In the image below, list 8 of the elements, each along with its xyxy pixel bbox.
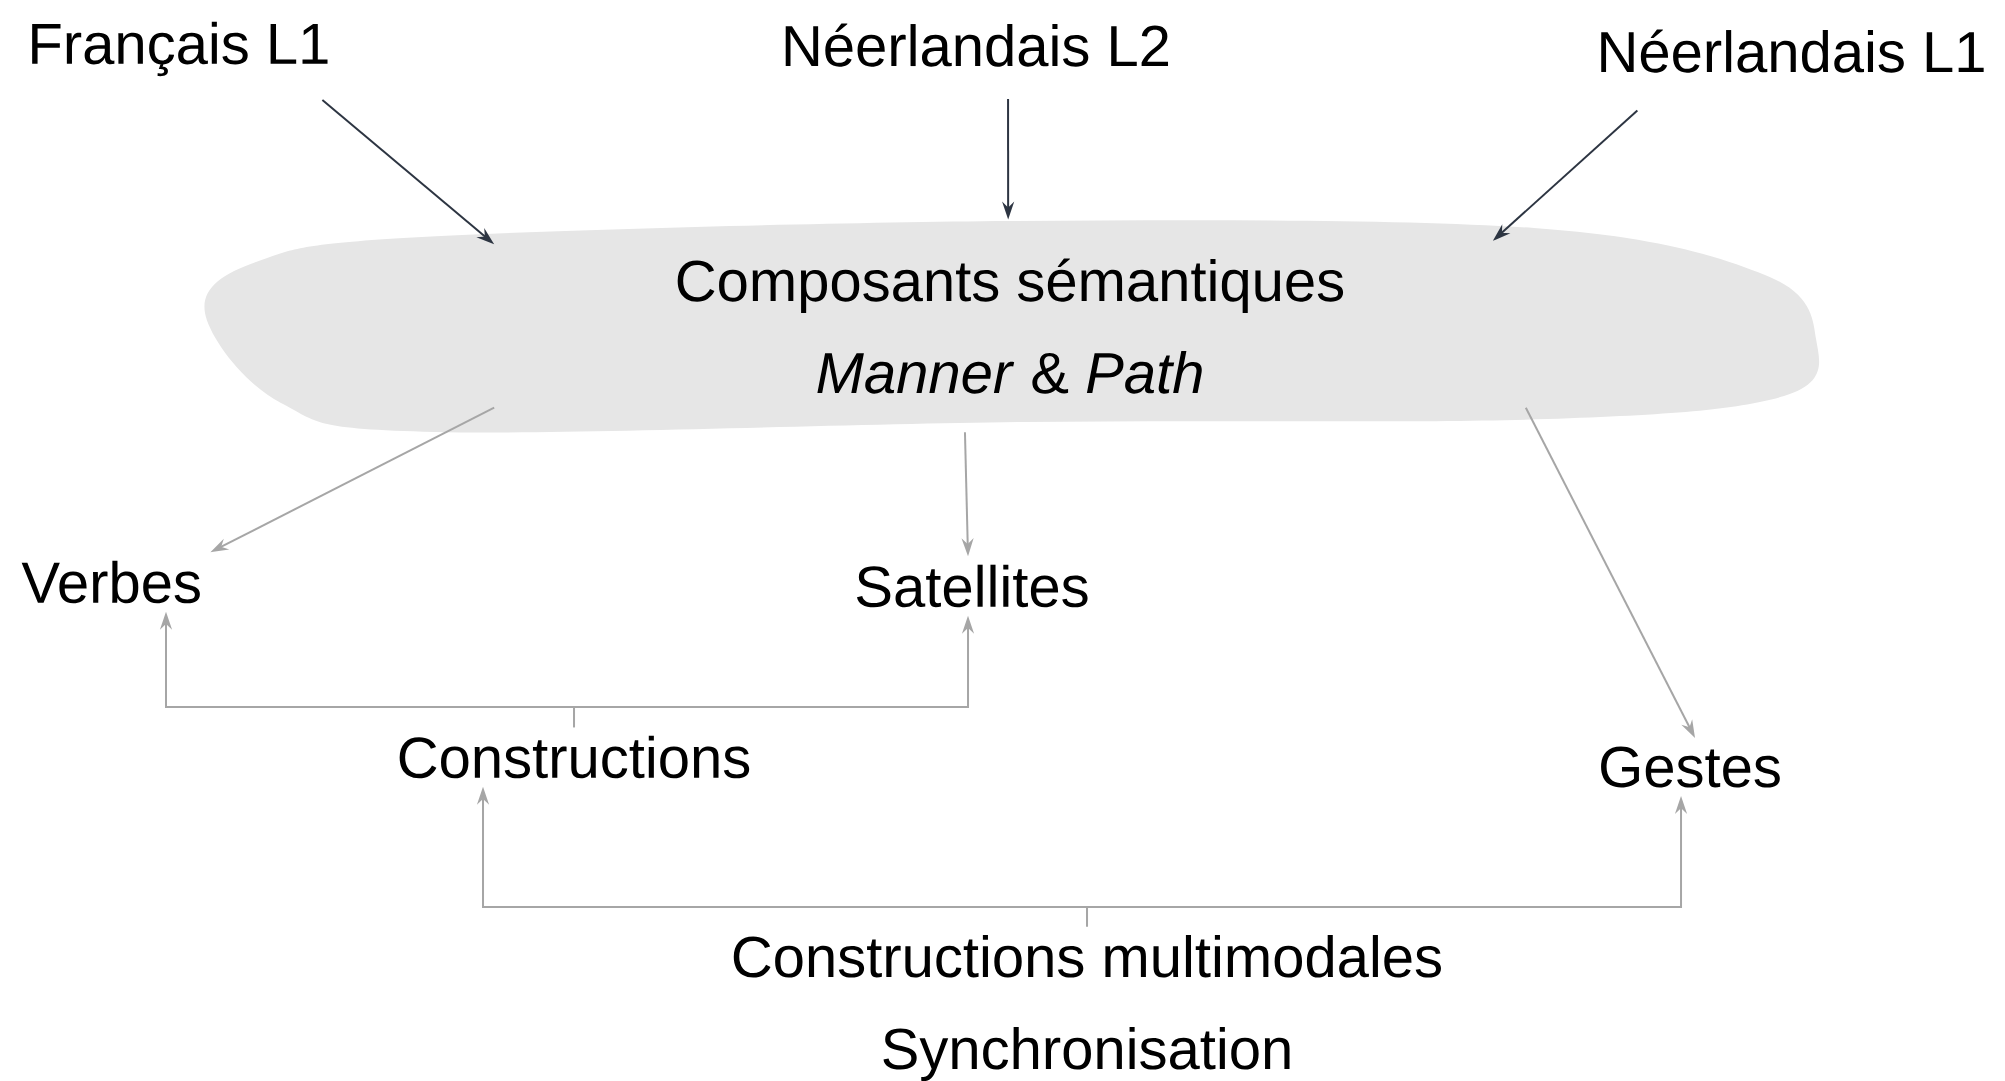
text-label: Verbes xyxy=(21,560,200,604)
text-label: Néerlandais L1 xyxy=(1601,29,1984,73)
text-label: Néerlandais L2 xyxy=(785,23,1168,67)
text-label: Gestes xyxy=(1601,746,1780,788)
text-label: Français L1 xyxy=(32,21,328,77)
text-label: Satellites xyxy=(857,564,1088,608)
text-label: Constructions multimodales Synchronisation xyxy=(733,935,1441,1081)
text-label: Constructions xyxy=(399,735,750,779)
